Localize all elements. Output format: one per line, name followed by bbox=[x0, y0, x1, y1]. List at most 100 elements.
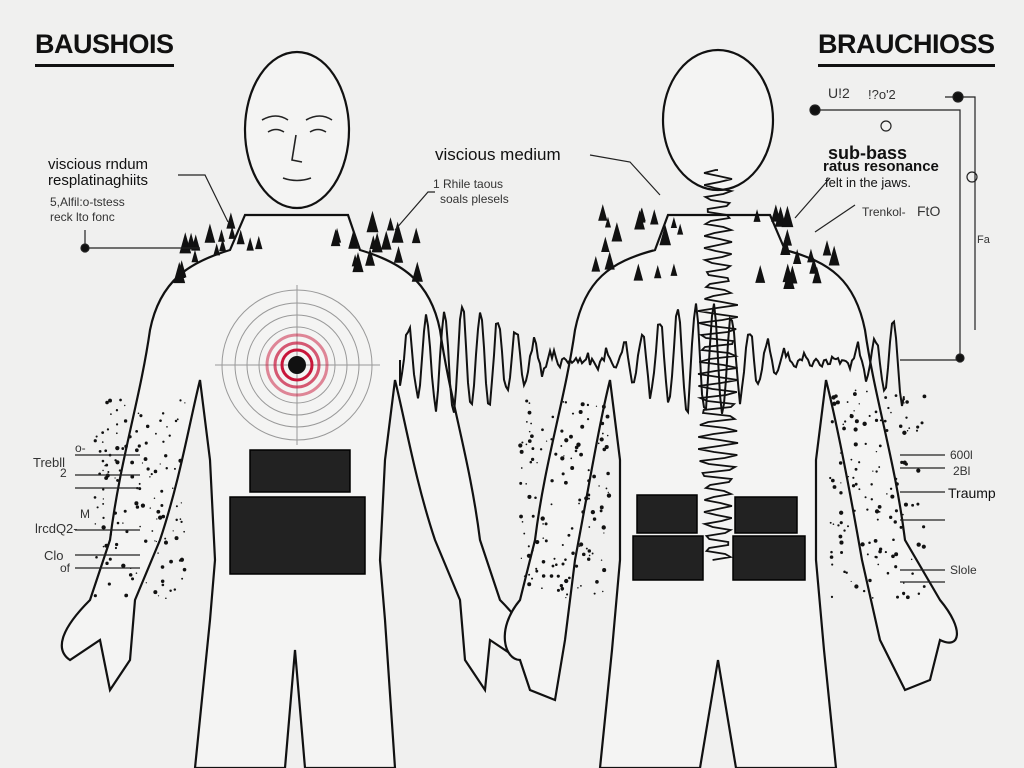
stipple-dot bbox=[115, 460, 120, 465]
stipple-dot bbox=[155, 432, 157, 435]
stipple-dot bbox=[916, 542, 921, 547]
stipple-dot bbox=[853, 410, 855, 412]
stipple-dot bbox=[898, 424, 903, 429]
stipple-dot bbox=[159, 463, 161, 465]
stipple-dot bbox=[902, 513, 904, 516]
stipple-dot bbox=[518, 443, 523, 448]
stipple-dot bbox=[902, 460, 907, 465]
stipple-dot bbox=[580, 424, 585, 429]
spike bbox=[601, 236, 610, 252]
stipple-dot bbox=[578, 498, 582, 502]
stipple-dot bbox=[153, 469, 158, 474]
stipple-dot bbox=[95, 435, 98, 438]
spike bbox=[753, 209, 761, 222]
left-scale-2: 2 bbox=[60, 466, 67, 480]
stipple-dot bbox=[528, 430, 531, 433]
stipple-dot bbox=[587, 549, 592, 553]
stipple-dot bbox=[128, 435, 132, 439]
stipple-dot bbox=[878, 511, 881, 513]
stipple-dot bbox=[599, 505, 604, 510]
stipple-dot bbox=[922, 394, 927, 399]
neck-label-1: 1 Rhile taous bbox=[433, 177, 504, 191]
stipple-dot bbox=[559, 583, 564, 588]
right-scale-0: 600l bbox=[950, 448, 973, 462]
stipple-dot bbox=[561, 562, 565, 566]
stipple-dot bbox=[520, 467, 523, 469]
stipple-dot bbox=[527, 410, 532, 415]
stipple-dot bbox=[550, 503, 553, 506]
stipple-dot bbox=[156, 509, 161, 514]
stipple-dot bbox=[606, 434, 609, 437]
stipple-dot bbox=[155, 540, 157, 543]
stipple-dot bbox=[890, 411, 892, 414]
stipple-dot bbox=[865, 390, 868, 393]
stipple-dot bbox=[564, 480, 568, 485]
stipple-dot bbox=[180, 502, 183, 504]
stipple-dot bbox=[887, 406, 890, 410]
stipple-dot bbox=[829, 521, 832, 524]
stipple-dot bbox=[141, 462, 144, 464]
stipple-dot bbox=[842, 426, 846, 431]
stipple-dot bbox=[853, 427, 858, 432]
stipple-dot bbox=[530, 457, 535, 462]
stipple-dot bbox=[832, 485, 837, 489]
spike bbox=[178, 264, 186, 279]
stipple-dot bbox=[840, 482, 842, 484]
stipple-dot bbox=[834, 394, 838, 398]
stipple-dot bbox=[587, 479, 591, 483]
stipple-dot bbox=[606, 471, 610, 476]
stipple-dot bbox=[911, 572, 914, 575]
side-label: Fa bbox=[977, 234, 990, 246]
center-label: viscious medium bbox=[435, 145, 561, 164]
spike bbox=[366, 210, 379, 233]
stipple-dot bbox=[566, 593, 569, 596]
stipple-dot bbox=[134, 448, 139, 453]
spike bbox=[391, 221, 404, 243]
stipple-dot bbox=[165, 467, 168, 470]
stipple-dot bbox=[870, 498, 874, 501]
stipple-dot bbox=[140, 503, 146, 508]
stipple-dot bbox=[853, 442, 858, 447]
stipple-dot bbox=[541, 428, 544, 432]
stipple-dot bbox=[854, 482, 858, 486]
stipple-dot bbox=[840, 551, 844, 555]
stipple-dot bbox=[181, 577, 184, 580]
stipple-dot bbox=[535, 569, 539, 573]
stipple-dot bbox=[93, 496, 97, 499]
stipple-dot bbox=[146, 467, 150, 471]
stipple-dot bbox=[527, 439, 532, 443]
stipple-dot bbox=[143, 457, 148, 461]
right-scale-2: Traump bbox=[948, 485, 996, 501]
stipple-dot bbox=[182, 452, 185, 454]
stipple-dot bbox=[108, 557, 112, 561]
spike bbox=[670, 263, 678, 276]
stipple-dot bbox=[866, 553, 869, 556]
stipple-dot bbox=[529, 460, 533, 464]
stipple-dot bbox=[894, 477, 898, 481]
stipple-dot bbox=[134, 501, 139, 506]
stipple-dot bbox=[602, 590, 604, 593]
spike bbox=[781, 205, 794, 228]
stipple-dot bbox=[902, 528, 904, 531]
stipple-dot bbox=[588, 497, 590, 500]
stipple-dot bbox=[551, 564, 555, 568]
stipple-dot bbox=[539, 448, 543, 451]
stipple-dot bbox=[571, 551, 575, 556]
leader-lines bbox=[75, 91, 978, 583]
stipple-dot bbox=[829, 476, 832, 480]
stipple-dot bbox=[104, 543, 109, 548]
stipple-dot bbox=[830, 420, 834, 424]
stipple-dot bbox=[102, 545, 105, 548]
stipple-dot bbox=[884, 396, 888, 399]
back-head bbox=[661, 48, 775, 192]
spike bbox=[828, 245, 840, 266]
stipple-dot bbox=[138, 482, 141, 485]
stipple-dot bbox=[605, 414, 610, 419]
spike bbox=[755, 264, 766, 283]
stipple-dot bbox=[588, 554, 591, 557]
stipple-dot bbox=[874, 418, 879, 423]
stipple-dot bbox=[164, 454, 168, 458]
sub-bass-label: sub-bass bbox=[828, 143, 908, 163]
jaws-label: felt in the jaws. bbox=[825, 175, 911, 190]
stipple-dot bbox=[105, 561, 109, 565]
